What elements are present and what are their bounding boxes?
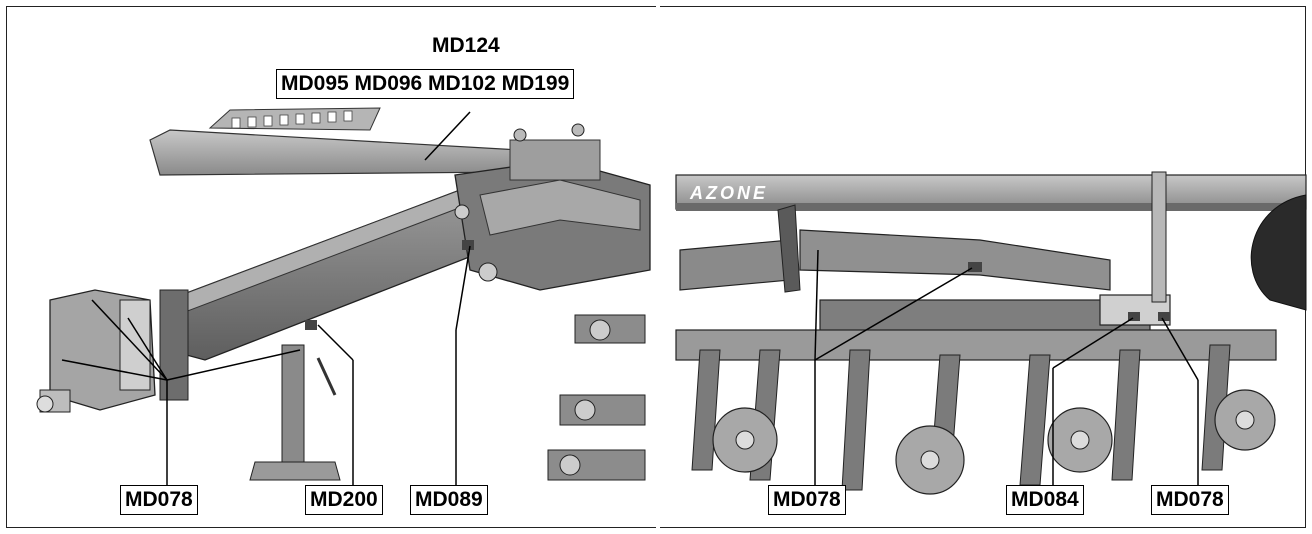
- label-md200: MD200: [305, 485, 383, 515]
- left-panel-drawing: [36, 107, 651, 481]
- label-md084: MD084: [1006, 485, 1084, 515]
- label-md078-right-a: MD078: [768, 485, 846, 515]
- label-md078-right-b: MD078: [1151, 485, 1229, 515]
- label-md-group: MD095 MD096 MD102 MD199: [276, 69, 575, 99]
- label-md124: MD124: [432, 34, 500, 57]
- right-panel-drawing: [675, 171, 1307, 495]
- brand-lettering: AZONE: [689, 183, 768, 203]
- label-md089: MD089: [410, 485, 488, 515]
- leader-lines: [61, 111, 1199, 485]
- label-md078-left: MD078: [120, 485, 198, 515]
